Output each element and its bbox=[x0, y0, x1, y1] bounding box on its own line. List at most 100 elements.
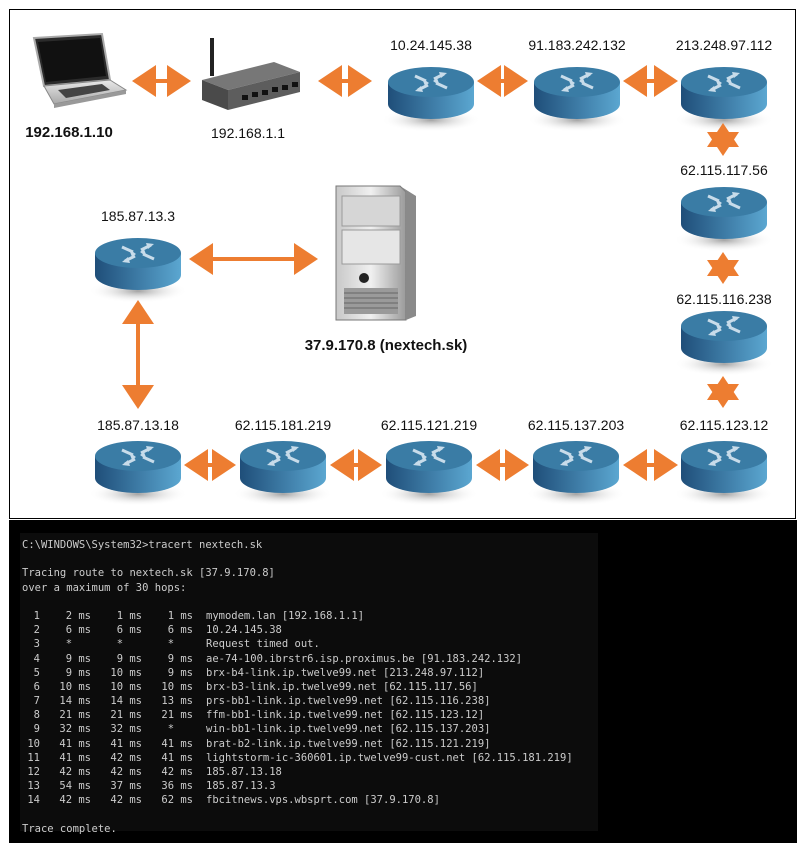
hop-host: Request timed out. bbox=[206, 638, 320, 651]
rtt-1: 9 ms bbox=[65, 652, 91, 665]
router-label: 185.87.13.18 bbox=[97, 417, 179, 433]
router-label: 213.248.97.112 bbox=[675, 37, 773, 53]
rtt-2: 10 ms bbox=[110, 680, 142, 693]
rtt-1: 21 ms bbox=[59, 709, 91, 722]
hop-host: brx-b3-link.ip.twelve99.net [62.115.117.… bbox=[206, 680, 478, 693]
hop-host: 185.87.13.3 bbox=[206, 780, 276, 793]
router-label: 62.115.181.219 bbox=[234, 417, 332, 433]
hop-number: 1 bbox=[33, 609, 40, 622]
hop-list: 1 2 ms 1 ms 1 ms mymodem.lan [192.168.1.1] 2 6… bbox=[22, 609, 598, 808]
hop-row: 12 42 ms 42 ms 42 ms 185.87.13.18 bbox=[22, 765, 598, 779]
hop-host: brx-b4-link.ip.twelve99.net [213.248.97.… bbox=[206, 666, 485, 679]
hop-row: 10 41 ms 41 ms 41 ms brat-b2-link.ip.twelve9… bbox=[22, 737, 598, 751]
trace-subheading: over a maximum of 30 hops: bbox=[22, 581, 187, 594]
rtt-2: 1 ms bbox=[116, 609, 142, 622]
hop-number: 14 bbox=[27, 794, 40, 807]
router-label: 62.115.123.12 bbox=[679, 417, 769, 433]
hop-number: 9 bbox=[33, 723, 40, 736]
rtt-1: 41 ms bbox=[59, 737, 91, 750]
rtt-2: 32 ms bbox=[110, 723, 142, 736]
router-icon bbox=[86, 236, 190, 305]
hop-number: 8 bbox=[33, 709, 40, 722]
rtt-3: 1 ms bbox=[167, 609, 193, 622]
hop-host: ffm-bb1-link.ip.twelve99.net [62.115.123… bbox=[206, 709, 485, 722]
hop-host: 10.24.145.38 bbox=[206, 624, 282, 637]
rtt-2: 41 ms bbox=[110, 737, 142, 750]
router-icon bbox=[379, 65, 483, 134]
rtt-3: * bbox=[167, 638, 193, 651]
hop-number: 12 bbox=[27, 766, 40, 778]
router-icon bbox=[377, 439, 481, 508]
server-icon bbox=[335, 185, 416, 321]
rtt-1: * bbox=[65, 638, 91, 651]
hop-number: 5 bbox=[33, 666, 40, 679]
rtt-1: 42 ms bbox=[59, 794, 91, 807]
router-icon bbox=[672, 65, 776, 134]
hop-host: brat-b2-link.ip.twelve99.net [62.115.121… bbox=[206, 737, 491, 750]
rtt-1: 42 ms bbox=[59, 766, 91, 778]
router-label: 62.115.121.219 bbox=[380, 417, 478, 433]
router-label: 62.115.137.203 bbox=[527, 417, 625, 433]
hop-host: ae-74-100.ibrstr6.isp.proximus.be [91.18… bbox=[206, 652, 523, 665]
rtt-3: 10 ms bbox=[161, 680, 193, 693]
rtt-1: 32 ms bbox=[59, 723, 91, 736]
hop-row: 3* * * Request timed out. bbox=[22, 637, 598, 651]
hop-host: mymodem.lan [192.168.1.1] bbox=[206, 609, 365, 622]
hop-host: prs-bb1-link.ip.twelve99.net [62.115.116… bbox=[206, 695, 491, 708]
rtt-2: 6 ms bbox=[116, 624, 142, 637]
hop-host: fbcitnews.vps.wbsprt.com [37.9.170.8] bbox=[206, 794, 440, 807]
terminal-window: C:\WINDOWS\System32>tracert nextech.sk T… bbox=[9, 520, 797, 843]
rtt-3: 41 ms bbox=[161, 751, 193, 764]
hop-row: 13 54 ms 37 ms 36 ms 185.87.13.3 bbox=[22, 779, 598, 793]
rtt-2: 37 ms bbox=[110, 780, 142, 793]
hop-row: 1 2 ms 1 ms 1 ms mymodem.lan [192.168.1.1] bbox=[22, 609, 598, 623]
router-label: 10.24.145.38 bbox=[390, 37, 472, 53]
source-label: 192.168.1.10 bbox=[25, 124, 113, 141]
rtt-1: 14 ms bbox=[59, 695, 91, 708]
destination-label: 37.9.170.8 (nextech.sk) bbox=[304, 337, 468, 354]
rtt-3: 41 ms bbox=[161, 737, 193, 750]
router-icon bbox=[86, 439, 190, 508]
laptop-icon bbox=[32, 32, 128, 108]
rtt-3: 9 ms bbox=[167, 666, 193, 679]
rtt-2: 42 ms bbox=[110, 766, 142, 778]
router-label: 62.115.117.56 bbox=[680, 162, 768, 178]
router-icon bbox=[231, 439, 335, 508]
modem-icon bbox=[202, 38, 300, 110]
rtt-3: 36 ms bbox=[161, 780, 193, 793]
rtt-2: 14 ms bbox=[110, 695, 142, 708]
rtt-2: 42 ms bbox=[110, 751, 142, 764]
hop-number: 6 bbox=[33, 680, 40, 693]
hop-number: 13 bbox=[27, 780, 40, 793]
rtt-1: 9 ms bbox=[65, 666, 91, 679]
hop-host: 185.87.13.18 bbox=[206, 766, 282, 778]
rtt-1: 2 ms bbox=[65, 609, 91, 622]
router-label: 185.87.13.3 bbox=[101, 208, 175, 224]
rtt-3: 62 ms bbox=[161, 794, 193, 807]
network-diagram: 192.168.1.10 192.168.1.1 10.24.145.38 91… bbox=[9, 9, 796, 519]
hop-number: 7 bbox=[33, 695, 40, 708]
rtt-2: 42 ms bbox=[110, 794, 142, 807]
rtt-1: 54 ms bbox=[59, 780, 91, 793]
router-icon bbox=[524, 439, 628, 508]
rtt-2: * bbox=[116, 638, 142, 651]
rtt-3: 6 ms bbox=[167, 624, 193, 637]
rtt-1: 41 ms bbox=[59, 751, 91, 764]
hop-host: win-bb1-link.ip.twelve99.net [62.115.137… bbox=[206, 723, 491, 736]
rtt-3: 42 ms bbox=[161, 766, 193, 778]
terminal-output[interactable]: C:\WINDOWS\System32>tracert nextech.sk T… bbox=[20, 533, 598, 835]
rtt-2: 21 ms bbox=[110, 709, 142, 722]
command-prompt: C:\WINDOWS\System32>tracert nextech.sk bbox=[22, 539, 263, 551]
hop-number: 10 bbox=[27, 737, 40, 750]
router-label: 62.115.116.238 bbox=[676, 291, 772, 307]
router-icon bbox=[525, 65, 629, 134]
diagram-canvas bbox=[32, 32, 776, 508]
hop-number: 2 bbox=[33, 624, 40, 637]
